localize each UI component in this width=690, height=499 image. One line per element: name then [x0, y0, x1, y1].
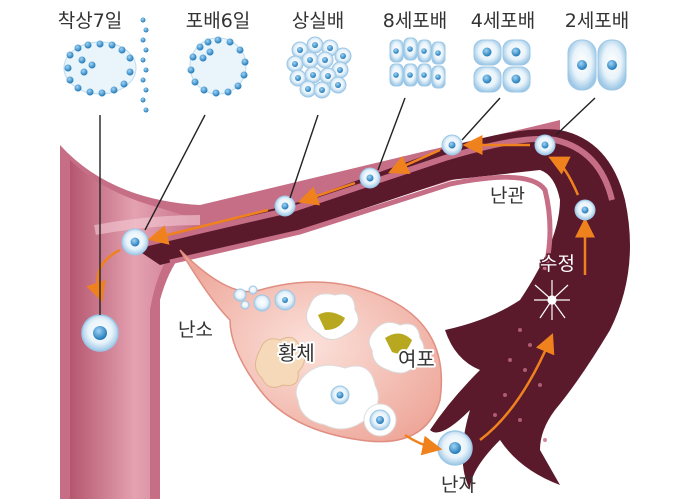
cell-8cell-in-tube	[359, 167, 381, 189]
blastocyst-icon	[187, 36, 249, 97]
egg-cell	[437, 430, 473, 466]
cell-morula-in-tube	[274, 195, 296, 217]
tube-cells	[81, 134, 596, 352]
mature-follicle	[295, 364, 397, 437]
corpus-luteum-label: 황체	[278, 341, 315, 365]
cell-4cell-in-tube	[441, 134, 463, 156]
follicle	[368, 321, 425, 374]
primordial-follicles	[233, 285, 296, 312]
implantation-icon	[63, 17, 149, 113]
stage-label-implantation: 착상7일	[58, 10, 123, 32]
cell-blastocyst-in-tube	[121, 228, 149, 256]
morula-icon	[286, 36, 352, 99]
cell-2cell-in-tube	[534, 134, 556, 156]
stage-labels: 착상7일 포배6일 상실배 8세포배 4세포배 2세포배	[58, 10, 630, 32]
four-cell-icon	[473, 39, 531, 93]
sperm-cluster	[534, 280, 570, 320]
fallopian-tube-label: 난관	[490, 185, 525, 207]
stage-label-two-cell: 2세포배	[565, 10, 630, 32]
egg-label: 난자	[441, 474, 476, 496]
ovary-label: 난소	[178, 319, 213, 341]
two-cell-icon	[567, 39, 627, 91]
corpus-luteum	[255, 293, 359, 388]
fertilization-label: 수정	[540, 253, 575, 275]
fimbriae	[493, 328, 547, 442]
stage-label-morula: 상실배	[292, 10, 344, 32]
eight-cell-icon	[389, 37, 446, 89]
stage-label-eight-cell: 8세포배	[383, 10, 448, 32]
cell-implanted	[81, 314, 119, 352]
leader-lines	[99, 97, 596, 315]
stage-label-four-cell: 4세포배	[471, 10, 536, 32]
cell-zygote	[574, 199, 596, 221]
stage-label-blastocyst: 포배6일	[186, 10, 251, 32]
follicle-label: 여포	[398, 347, 435, 371]
